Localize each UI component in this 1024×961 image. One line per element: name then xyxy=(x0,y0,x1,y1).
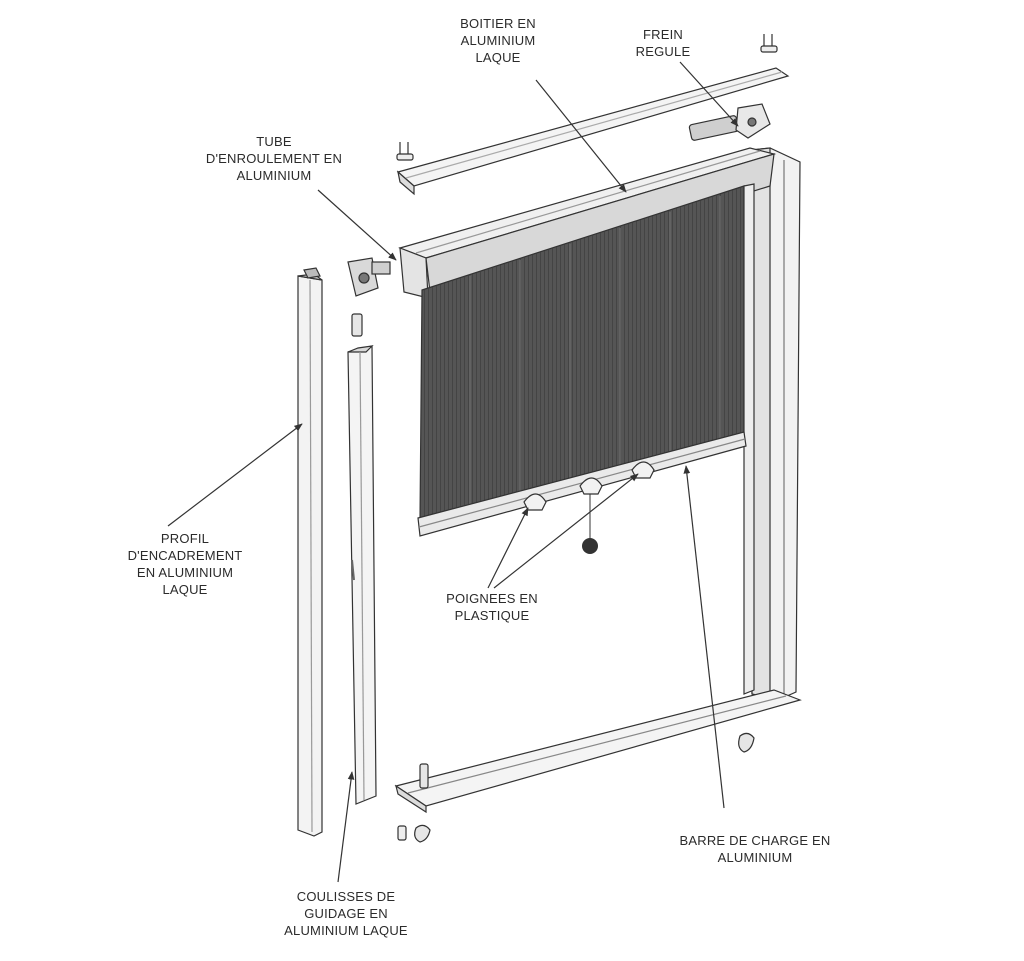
label-boitier-line-1: BOITIER EN xyxy=(460,16,536,31)
label-profil: PROFIL D'ENCADREMENT EN ALUMINIUM LAQUE xyxy=(110,530,260,598)
label-profil-line-2: D'ENCADREMENT xyxy=(127,548,243,563)
label-barre-line-1: BARRE DE CHARGE EN xyxy=(679,833,831,848)
label-coulisses: COULISSES DE GUIDAGE EN ALUMINIUM LAQUE xyxy=(262,888,430,939)
label-poignees: POIGNEES EN PLASTIQUE xyxy=(432,590,552,624)
label-frein: FREIN REGULE xyxy=(618,26,708,60)
frame-right-post xyxy=(751,147,801,701)
inner-right-guide xyxy=(743,183,755,695)
label-boitier-line-2: ALUMINIUM xyxy=(460,33,536,48)
top-casing xyxy=(398,147,777,299)
brake-end-cap xyxy=(688,103,771,141)
screw-icons xyxy=(396,34,778,841)
label-boitier: BOITIER EN ALUMINIUM LAQUE xyxy=(438,15,558,66)
label-boitier-line-3: LAQUE xyxy=(475,50,521,65)
left-end-cap xyxy=(347,257,391,297)
label-profil-line-3: EN ALUMINIUM xyxy=(136,565,234,580)
left-frame-profile xyxy=(297,267,323,837)
leader-lines xyxy=(167,61,739,883)
label-coulisses-line-3: ALUMINIUM LAQUE xyxy=(284,923,408,938)
label-coulisses-line-2: GUIDAGE EN xyxy=(304,906,388,921)
top-cover-profile xyxy=(396,67,790,196)
left-guide-rail xyxy=(347,345,377,805)
label-barre-line-2: ALUMINIUM xyxy=(717,850,793,865)
label-poignees-line-1: POIGNEES EN xyxy=(446,591,538,606)
handle-icons xyxy=(523,461,655,511)
clip-pieces xyxy=(351,313,755,843)
label-frein-line-1: FREIN xyxy=(643,27,683,42)
label-poignees-line-2: PLASTIQUE xyxy=(454,608,530,623)
label-tube-line-2: D'ENROULEMENT EN xyxy=(205,151,343,166)
label-profil-line-4: LAQUE xyxy=(162,582,208,597)
label-coulisses-line-1: COULISSES DE xyxy=(296,889,396,904)
label-frein-line-2: REGULE xyxy=(635,44,691,59)
pull-cord xyxy=(582,494,598,554)
label-tube-line-1: TUBE xyxy=(256,134,292,149)
bottom-frame-rail xyxy=(394,689,802,814)
label-tube-line-3: ALUMINIUM xyxy=(236,168,312,183)
label-profil-line-1: PROFIL xyxy=(160,531,210,546)
label-barre: BARRE DE CHARGE EN ALUMINIUM xyxy=(660,832,850,866)
label-tube: TUBE D'ENROULEMENT EN ALUMINIUM xyxy=(186,133,362,184)
